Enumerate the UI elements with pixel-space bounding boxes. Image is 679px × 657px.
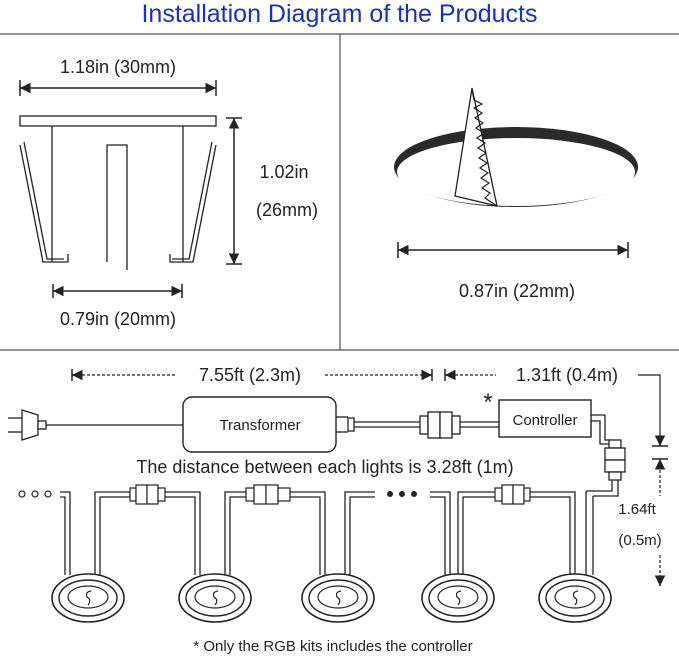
transformer-label: Transformer: [219, 417, 300, 434]
footnote: * Only the RGB kits includes the control…: [193, 638, 472, 655]
transformer-box: [182, 396, 337, 453]
power-plug: [8, 409, 47, 441]
wire-symbol-icon: [572, 590, 579, 606]
hole-width-dimension: [397, 242, 629, 258]
wire-symbol-icon: [335, 590, 342, 606]
hole-thread: [471, 89, 498, 207]
height-dimension: [226, 117, 242, 265]
light-fixture: [538, 573, 612, 623]
light-fixture: [301, 573, 375, 623]
light-body-outline: [19, 115, 217, 270]
controller-distance-label: 1.31ft (0.4m): [516, 365, 618, 385]
controller-label: Controller: [512, 412, 577, 429]
hole-ellipse: [394, 127, 638, 207]
width-top-label: 1.18in (30mm): [60, 57, 176, 77]
wire-symbol-icon: [85, 590, 92, 606]
width-top-dimension: [19, 80, 217, 96]
more-lights-dots-middle: [387, 491, 417, 497]
drop-ft-label: 1.64ft: [618, 501, 656, 518]
cable-connector: [245, 484, 291, 505]
rgb-asterisk: *: [483, 389, 492, 416]
more-lights-dots-left: [18, 490, 52, 498]
light-fixtures: [51, 573, 612, 623]
drop-dimension: [638, 374, 668, 585]
spacing-note: The distance between each lights is 3.28…: [136, 457, 513, 477]
wiring-panel: 7.55ft (2.3m) 1.31ft (0.4m) 1.64ft (0.5m…: [8, 365, 668, 655]
cable-connector: [129, 484, 166, 505]
height-in-label: 1.02in: [259, 162, 308, 182]
controller-output-cable: [586, 414, 626, 497]
main-connector: [419, 411, 461, 439]
transformer-distance-label: 7.55ft (2.3m): [199, 365, 301, 385]
cable-bus: [60, 491, 594, 575]
controller-input-cable: [460, 421, 499, 428]
drop-m-label: (0.5m): [618, 532, 661, 549]
hole-panel: 0.87in (22mm): [394, 87, 638, 301]
light-fixture: [51, 573, 125, 623]
hole-cutaway: [454, 87, 498, 207]
wire-symbol-icon: [455, 590, 462, 606]
width-bottom-dimension: [52, 284, 183, 298]
width-bottom-label: 0.79in (20mm): [60, 309, 176, 329]
transformer-output-cable: [336, 416, 420, 433]
light-profile-panel: 1.18in (30mm) 1.02in (26mm) 0.79in (20mm…: [19, 57, 318, 329]
light-fixture: [421, 573, 495, 623]
height-mm-label: (26mm): [256, 200, 318, 220]
controller-box: [498, 399, 592, 438]
wire-symbol-icon: [212, 590, 219, 606]
diagram-title: Installation Diagram of the Products: [141, 0, 538, 28]
panel-frame: [0, 33, 679, 351]
light-fixture: [178, 573, 252, 623]
cable-connector: [494, 484, 531, 505]
hole-width-label: 0.87in (22mm): [459, 281, 575, 301]
